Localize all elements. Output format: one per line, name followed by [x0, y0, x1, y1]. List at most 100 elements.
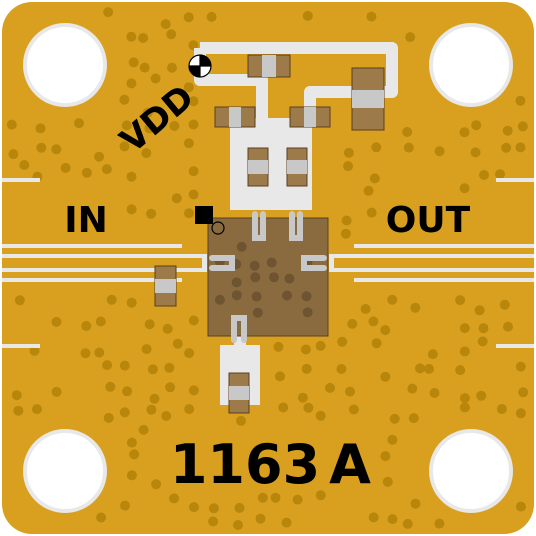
via [141, 344, 152, 355]
via [19, 160, 30, 170]
via [119, 360, 130, 371]
via [343, 161, 354, 172]
via [74, 118, 84, 129]
via [102, 360, 113, 371]
via [188, 385, 199, 396]
via [476, 390, 487, 401]
via [281, 517, 292, 528]
via [300, 344, 311, 355]
via [94, 347, 105, 358]
via [189, 502, 199, 513]
chip-via [231, 277, 242, 288]
via [146, 404, 157, 415]
via [126, 78, 137, 89]
via [160, 19, 171, 30]
via [139, 62, 150, 73]
chip-via [284, 273, 295, 284]
rf-conductor-out [334, 258, 534, 268]
via [455, 365, 466, 376]
via [188, 189, 199, 200]
capacitor-c1 [247, 54, 291, 78]
capacitor-c4 [286, 147, 308, 187]
resistor-r2 [289, 106, 331, 128]
via [302, 10, 313, 21]
via [188, 315, 199, 326]
via [382, 476, 393, 487]
via [255, 513, 266, 524]
via [138, 424, 149, 435]
via [51, 144, 62, 155]
via [169, 121, 180, 131]
via [515, 142, 526, 153]
via [94, 151, 105, 162]
mmic-chip [195, 206, 329, 343]
via [368, 316, 379, 327]
via [424, 363, 434, 374]
via [149, 393, 160, 404]
via [126, 437, 137, 448]
via [303, 402, 314, 413]
via [188, 40, 199, 51]
via [95, 316, 106, 327]
via [479, 170, 489, 180]
via [11, 390, 22, 401]
via [144, 319, 155, 330]
capacitor-c2 [351, 67, 385, 131]
via [408, 413, 419, 424]
edge-notch-right-top [496, 178, 534, 182]
via [495, 169, 505, 180]
chip-via [250, 272, 261, 283]
label-in: IN [64, 200, 108, 241]
via [402, 518, 413, 529]
via [410, 302, 421, 313]
via [459, 183, 470, 194]
via [142, 107, 153, 118]
rf-gap-top-right [354, 244, 534, 248]
via [270, 492, 281, 503]
rf-gap-top-left [2, 244, 182, 248]
via [371, 142, 382, 153]
via [387, 434, 398, 445]
via [518, 387, 529, 398]
via [141, 148, 152, 159]
via [35, 123, 46, 134]
via [515, 361, 526, 372]
via [499, 299, 510, 310]
via [315, 340, 326, 351]
via [51, 386, 62, 397]
via [162, 323, 173, 334]
rf-conductor-in [2, 258, 202, 268]
via [297, 392, 308, 403]
via [402, 127, 413, 137]
via [301, 363, 312, 374]
via [121, 120, 132, 131]
via [126, 31, 137, 42]
via [126, 204, 137, 215]
via [502, 125, 513, 136]
via [496, 404, 507, 414]
via [337, 336, 348, 347]
vdd-probe-point [188, 54, 212, 78]
via [315, 490, 326, 501]
via [234, 502, 245, 513]
via [183, 138, 194, 149]
via [405, 32, 416, 43]
via [387, 514, 398, 525]
chip-via [301, 291, 312, 302]
via [515, 95, 526, 106]
via [387, 294, 398, 305]
label-revision: A [329, 433, 371, 496]
via [503, 321, 513, 332]
edge-notch-right-bottom [496, 344, 534, 348]
via [105, 381, 116, 392]
via [366, 207, 377, 218]
via [407, 383, 418, 394]
mounting-hole-bottom-left [23, 429, 107, 513]
via [172, 338, 183, 349]
via [146, 208, 157, 219]
via [389, 413, 400, 424]
via [80, 348, 91, 359]
via [13, 405, 24, 416]
via [347, 318, 358, 329]
via [257, 492, 268, 503]
